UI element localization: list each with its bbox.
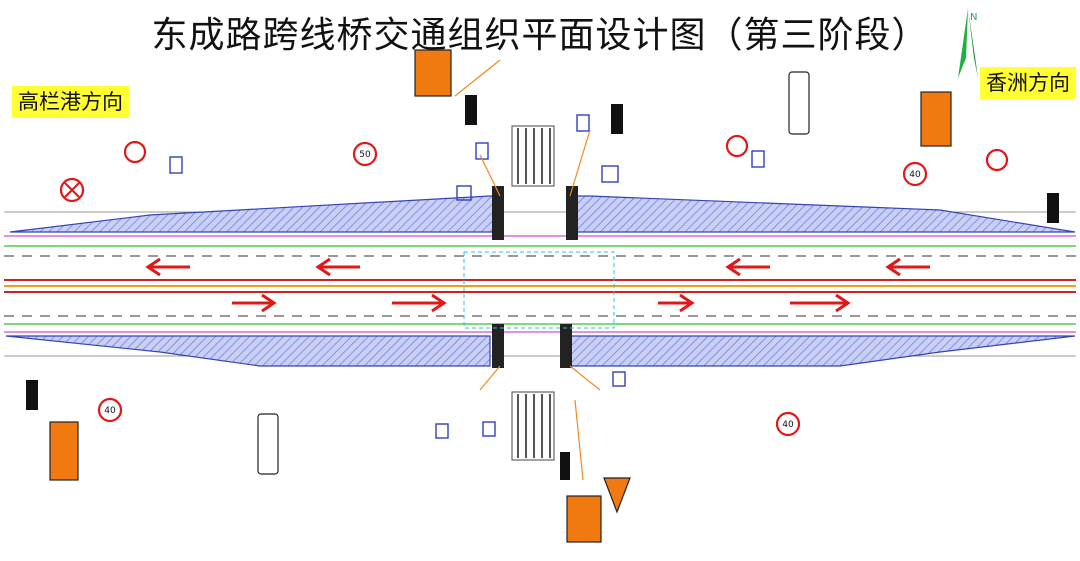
traffic-arrow-icon	[885, 257, 930, 277]
chevron-sign-icon	[26, 95, 1059, 480]
traffic-arrow-icon	[145, 257, 190, 277]
speed-limit-text: 50	[359, 150, 371, 160]
traffic-arrow-icon	[392, 293, 447, 313]
traffic-arrows	[145, 257, 930, 313]
traffic-arrow-icon	[232, 293, 277, 313]
traffic-arrow-icon	[315, 257, 360, 277]
no-entry-sign-icon	[59, 177, 85, 203]
direction-label-right: 香洲方向	[980, 67, 1076, 99]
speed-limit-text: 40	[104, 406, 116, 416]
svg-text:N: N	[970, 12, 977, 23]
intersection-crosswalks	[463, 125, 615, 461]
orange-leader-lines	[454, 59, 601, 481]
traffic-arrow-icon	[725, 257, 770, 277]
traffic-arrow-icon	[790, 293, 851, 313]
north-arrow-icon: N	[958, 8, 978, 78]
signal-posts	[169, 114, 765, 439]
speed-limit-text: 40	[909, 170, 921, 180]
info-board-icon	[257, 71, 810, 475]
upper-hatched-islands	[9, 195, 1076, 233]
speed-limit-sign-icon	[97, 134, 1009, 437]
upper-road-lines	[4, 211, 1076, 357]
speed-limit-labels: 50 40 40 40	[104, 150, 921, 430]
traffic-arrow-icon	[658, 293, 695, 313]
page-title: 东成路跨线桥交通组织平面设计图（第三阶段）	[151, 15, 929, 56]
lower-hatched-islands	[5, 335, 1076, 367]
warning-sign-icon	[49, 49, 952, 543]
speed-limit-text: 40	[782, 420, 794, 430]
direction-label-left: 高栏港方向	[12, 86, 129, 118]
